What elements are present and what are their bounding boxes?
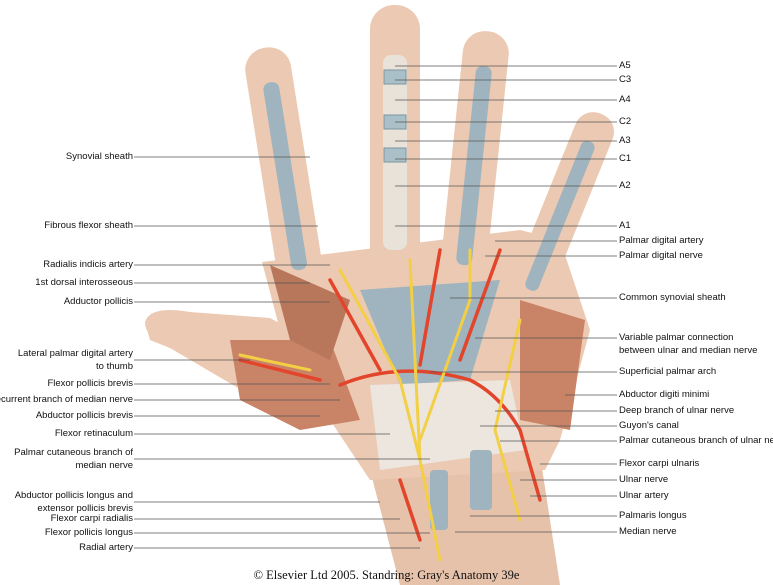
right-label: A1 (619, 219, 631, 232)
label-line: Recurrent branch of median nerve (0, 394, 133, 405)
left-label: Radialis indicis artery (43, 258, 133, 271)
right-label: Ulnar nerve (619, 473, 668, 486)
right-label: A4 (619, 93, 631, 106)
right-label: Variable palmar connection between ulnar … (619, 331, 757, 357)
label-line: A2 (619, 180, 631, 191)
left-label: Flexor pollicis brevis (47, 377, 133, 390)
left-label: Abductor pollicis brevis (36, 409, 133, 422)
right-label: Superficial palmar arch (619, 365, 716, 378)
right-label: Abductor digiti minimi (619, 388, 709, 401)
label-line: C1 (619, 153, 632, 164)
right-label: Guyon's canal (619, 419, 679, 432)
label-line: Flexor carpi radialis (50, 513, 133, 524)
right-label: A5 (619, 59, 631, 72)
left-label: Flexor carpi radialis (51, 512, 133, 525)
label-line: Ulnar nerve (619, 474, 669, 485)
right-label: Ulnar artery (619, 489, 669, 502)
left-label: Synovial sheath (66, 150, 133, 163)
label-line: Abductor digiti minimi (619, 389, 710, 400)
left-label: Flexor retinaculum (55, 427, 133, 440)
label-line: Flexor pollicis longus (44, 527, 133, 538)
right-label: A2 (619, 179, 631, 192)
label-line: Superficial palmar arch (619, 366, 717, 377)
label-line: Synovial sheath (65, 151, 133, 162)
right-label: Palmaris longus (619, 509, 687, 522)
right-label: C3 (619, 73, 631, 86)
label-line: Palmar digital artery (619, 235, 704, 246)
copyright-caption: © Elsevier Ltd 2005. Standring: Gray's A… (253, 568, 520, 582)
label-line: Ulnar artery (619, 490, 669, 501)
thenar-muscles (230, 340, 360, 430)
right-label: Deep branch of ulnar nerve (619, 404, 734, 417)
wrist-tendons (430, 450, 492, 530)
left-label: Recurrent branch of median nerve (0, 393, 133, 406)
label-line: Abductor pollicis brevis (35, 410, 133, 421)
label-line: Fibrous flexor sheath (44, 220, 133, 231)
left-label: Fibrous flexor sheath (44, 219, 133, 232)
right-label: Palmar digital nerve (619, 249, 703, 262)
left-label: 1st dorsal interosseous (35, 276, 133, 289)
right-label: C1 (619, 152, 631, 165)
label-line: Flexor carpi ulnaris (619, 458, 700, 469)
label-line: A3 (619, 135, 631, 146)
label-line: A5 (619, 60, 631, 71)
ring-finger (441, 31, 509, 281)
label-line: between ulnar and median nerve (619, 345, 758, 356)
label-line: Palmar digital nerve (619, 250, 703, 261)
label-line: extensor pollicis brevis (37, 503, 133, 514)
label-line: Common synovial sheath (619, 292, 726, 303)
arteries (238, 248, 542, 542)
label-line: Abductor pollicis longus and (14, 490, 133, 501)
common-synovial-sheath (360, 280, 500, 385)
label-line: Guyon's canal (619, 420, 679, 431)
right-label: C2 (619, 115, 631, 128)
label-line: A1 (619, 220, 631, 231)
right-label: Flexor carpi ulnaris (619, 457, 699, 470)
right-label: Palmar digital artery (619, 234, 703, 247)
right-label: Palmar cutaneous branch of ulnar nerve (619, 434, 773, 447)
label-line: C2 (619, 116, 632, 127)
right-label: Median nerve (619, 525, 677, 538)
label-line: Lateral palmar digital artery (17, 348, 133, 359)
left-label: Palmar cutaneous branch of median nerve (14, 446, 133, 472)
label-line: Variable palmar connection (619, 332, 734, 343)
label-line: Palmar cutaneous branch of (14, 447, 133, 458)
right-label: A3 (619, 134, 631, 147)
flexor-retinaculum (370, 380, 525, 470)
right-label: Common synovial sheath (619, 291, 726, 304)
label-line: Palmaris longus (619, 510, 687, 521)
label-line: Flexor pollicis brevis (47, 378, 133, 389)
label-line: Adductor pollicis (63, 296, 133, 307)
label-line: to thumb (96, 361, 133, 372)
hypothenar-muscles (520, 300, 585, 430)
label-line: Deep branch of ulnar nerve (619, 405, 735, 416)
left-label: Adductor pollicis (64, 295, 133, 308)
label-line: C3 (619, 74, 632, 85)
label-line: 1st dorsal interosseous (35, 277, 133, 288)
left-label: Flexor pollicis longus (45, 526, 133, 539)
left-label: Abductor pollicis longus and extensor pol… (15, 489, 133, 515)
label-line: Radial artery (79, 542, 133, 553)
label-line: A4 (619, 94, 631, 105)
label-line: Flexor retinaculum (54, 428, 133, 439)
label-line: Radialis indicis artery (43, 259, 133, 270)
left-label: Lateral palmar digital artery to thumb (18, 347, 133, 373)
label-line: Median nerve (619, 526, 677, 537)
left-label: Radial artery (79, 541, 133, 554)
label-line: Palmar cutaneous branch of ulnar nerve (619, 435, 773, 446)
adductor-pollicis (270, 265, 350, 360)
label-line: median nerve (75, 460, 133, 471)
nerves (238, 248, 522, 562)
index-finger (245, 47, 322, 281)
